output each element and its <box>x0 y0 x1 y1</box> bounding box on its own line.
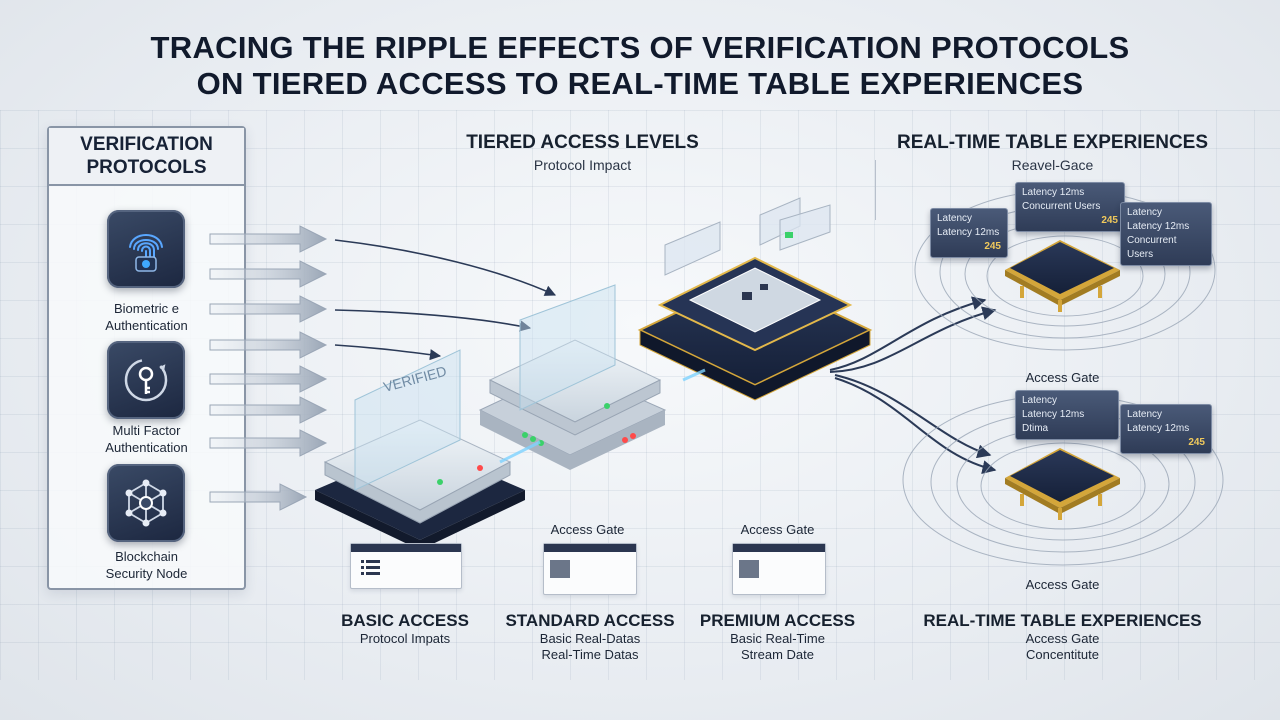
tier-desc-line: Stream Date <box>741 647 814 662</box>
protocol-label-line: Multi Factor <box>112 423 181 438</box>
latency-value: 245 <box>1101 215 1118 226</box>
latency-line: Concurrent Users <box>1127 235 1177 260</box>
title-line-1: TRACING THE RIPPLE EFFECTS OF VERIFICATI… <box>150 30 1130 65</box>
tier-premium-desc: Basic Real-Time Stream Date <box>690 631 865 663</box>
panel-heading-line-2: PROTOCOLS <box>86 157 207 178</box>
tier-desc-line: Basic Real-Time <box>730 631 825 646</box>
latency-value: 245 <box>984 241 1001 252</box>
user-avatar-icon <box>739 560 759 578</box>
protocol-flow-arrows <box>209 225 328 511</box>
latency-card: Latency Latency 12ms 245 <box>1120 404 1212 454</box>
page-title: TRACING THE RIPPLE EFFECTS OF VERIFICATI… <box>0 30 1280 102</box>
user-avatar-icon <box>550 560 570 578</box>
latency-card: Latency Latency 12ms Concurrent Users <box>1120 202 1212 266</box>
latency-line: Concurrent Users <box>1022 201 1101 212</box>
latency-card: Latency Latency 12ms 245 <box>930 208 1008 258</box>
latency-line: Latency <box>1127 409 1163 420</box>
tiered-access-subheading: Protocol Impact <box>533 157 632 173</box>
real-time-bottom-title: REAL-TIME TABLE EXPERIENCES <box>923 611 1202 630</box>
tiered-access-heading: TIERED ACCESS LEVELS <box>466 132 699 153</box>
access-gate-label-premium: Access Gate <box>740 522 815 537</box>
protocol-label-biometric: Biometric e Authentication <box>49 300 244 334</box>
protocol-label-line: Blockchain <box>115 549 178 564</box>
basic-access-platform <box>315 349 525 550</box>
real-time-subheading: Reavel-Gace <box>1011 157 1094 173</box>
real-time-bottom-desc: Access Gate Concentitute <box>900 631 1225 663</box>
fingerprint-icon[interactable] <box>107 210 185 288</box>
panel-heading-line-1: VERIFICATION <box>80 134 213 155</box>
access-gate-label-top: Access Gate <box>1025 370 1100 385</box>
latency-card: Latency 12ms Concurrent Users 245 <box>1015 182 1125 232</box>
tier-premium-title: PREMIUM ACCESS <box>699 611 856 630</box>
card-header-bar <box>733 544 825 552</box>
card-header-bar <box>544 544 636 552</box>
tier-standard-desc: Basic Real-Datas Real-Time Datas <box>495 631 685 663</box>
standard-access-platform <box>478 284 667 470</box>
tier-standard-title: STANDARD ACCESS <box>505 611 675 630</box>
protocol-label-line: Authentication <box>105 318 188 333</box>
protocol-label-mfa: Multi Factor Authentication <box>49 422 244 456</box>
network-nodes-icon[interactable] <box>107 464 185 542</box>
panel-heading: VERIFICATION PROTOCOLS <box>49 128 244 186</box>
latency-line: Latency <box>1022 395 1058 406</box>
latency-line: Latency 12ms <box>1022 187 1085 198</box>
section-divider <box>875 160 876 220</box>
impact-arrows <box>334 239 557 361</box>
latency-value: 245 <box>1188 437 1205 448</box>
latency-line: Latency 12ms <box>1022 409 1085 420</box>
basic-access-card <box>350 543 462 589</box>
latency-card: Latency Latency 12ms Dtima <box>1015 390 1119 440</box>
premium-access-platform <box>637 197 873 401</box>
latency-line: Latency 12ms <box>937 227 1000 238</box>
tier-basic-desc: Protocol Impats <box>320 631 490 647</box>
latency-line: Latency <box>937 213 973 224</box>
protocol-label-line: Security Node <box>105 566 188 581</box>
latency-line: Latency <box>1127 207 1163 218</box>
protocol-label-blockchain: Blockchain Security Node <box>49 548 244 582</box>
latency-line: Latency 12ms <box>1127 221 1190 232</box>
protocol-label-line: Biometric e <box>113 301 180 316</box>
premium-access-card <box>732 543 826 595</box>
latency-line: Latency 12ms <box>1127 423 1190 434</box>
tier-desc-line: Basic Real-Datas <box>539 631 641 646</box>
verification-protocols-panel: VERIFICATION PROTOCOLS Biometric e Authe… <box>47 126 246 590</box>
tier-basic-title: BASIC ACCESS <box>341 611 469 630</box>
tier-desc-line: Access Gate <box>1025 631 1100 646</box>
key-icon[interactable] <box>107 341 185 419</box>
standard-access-card <box>543 543 637 595</box>
access-gate-label-bottom: Access Gate <box>1025 577 1100 592</box>
protocol-label-line: Authentication <box>105 440 188 455</box>
tier-desc-line: Real-Time Datas <box>541 647 639 662</box>
access-gate-label-standard: Access Gate <box>550 522 625 537</box>
list-icon <box>361 558 383 578</box>
experience-table-top <box>1005 240 1120 312</box>
card-header-bar <box>351 544 461 552</box>
tier-desc-line: Protocol Impats <box>359 631 451 646</box>
title-line-2: ON TIERED ACCESS TO REAL-TIME TABLE EXPE… <box>196 66 1084 101</box>
experience-table-bottom <box>1005 448 1120 520</box>
latency-line: Dtima <box>1022 423 1049 434</box>
tier-desc-line: Concentitute <box>1026 647 1099 662</box>
real-time-heading: REAL-TIME TABLE EXPERIENCES <box>896 132 1209 153</box>
